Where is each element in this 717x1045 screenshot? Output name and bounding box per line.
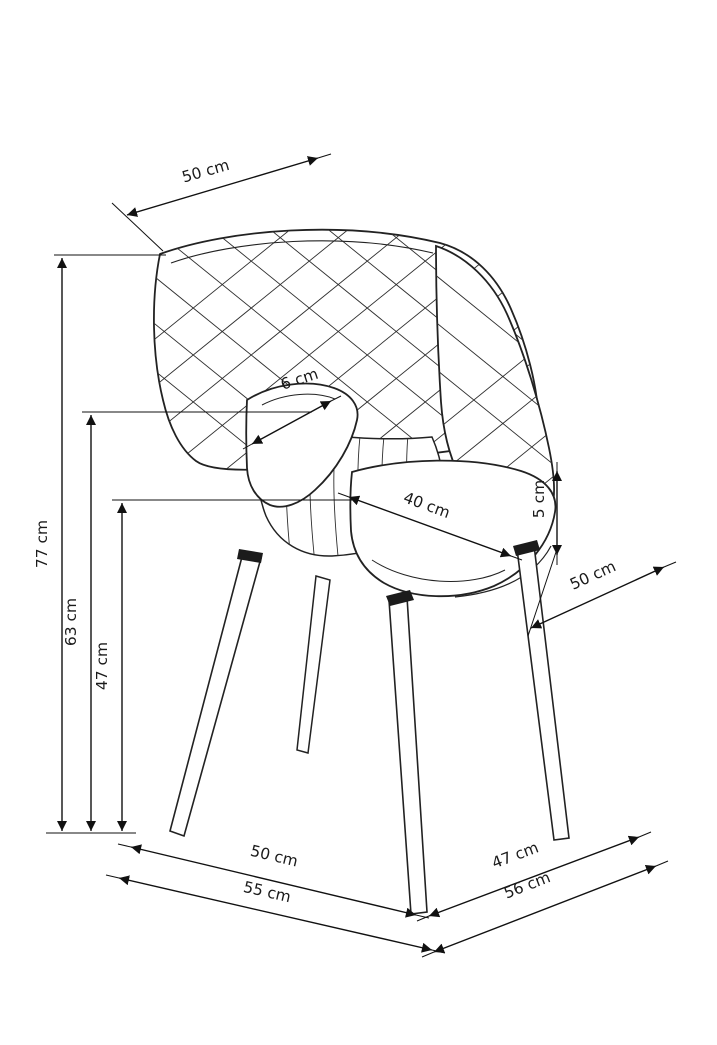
ext-top-width-right [317,153,332,159]
label-seat-depth: 50 cm [567,557,618,593]
label-armrest-height: 63 cm [62,598,80,646]
dimension-lines [46,153,677,958]
label-total-depth: 56 cm [501,868,553,902]
ext-total-depth-b [655,860,669,867]
ext-backrest-corner [111,202,164,252]
label-side-leg-span: 47 cm [489,838,541,872]
ext-seat-depth-right [663,561,677,568]
dimension-armrest-depth [251,400,332,445]
chair-leg-rear-left [296,575,331,754]
ext-seat-width-a [337,492,350,498]
dimension-seat-width [348,495,512,558]
ext-armrest-depth-b [330,395,342,402]
label-total-height: 77 cm [33,520,51,568]
dimension-seat-depth [530,566,665,629]
dimension-labels: 50 cm 77 cm 63 cm 47 cm 6 cm 40 cm 5 cm … [33,156,619,906]
seat-front-seam [371,559,506,582]
chair-leg-front-left [169,552,262,838]
label-seat-edge-height: 5 cm [530,480,548,518]
label-seat-height: 47 cm [93,642,111,690]
ext-total-width-a [105,874,120,879]
label-backrest-top-width: 50 cm [180,156,231,186]
ext-total-depth-a [421,951,435,958]
chair-drawing [153,228,570,915]
dimension-total-depth [433,864,657,954]
underseat-edge [454,545,552,598]
ext-armrest-depth-a [242,443,253,450]
backrest-top-rim [170,240,434,264]
dimension-total-width [118,875,433,953]
label-total-width: 55 cm [242,878,293,906]
ext-seat-width-b [510,555,523,561]
label-front-leg-span: 50 cm [249,842,300,871]
ext-front-span-a [117,843,132,848]
leg-brackets [237,540,540,606]
dimension-backrest-top-width [126,156,319,217]
ext-side-span-b [638,831,652,838]
chair-leg-rear-right [516,544,570,841]
chair-leg-front-center [388,596,428,915]
